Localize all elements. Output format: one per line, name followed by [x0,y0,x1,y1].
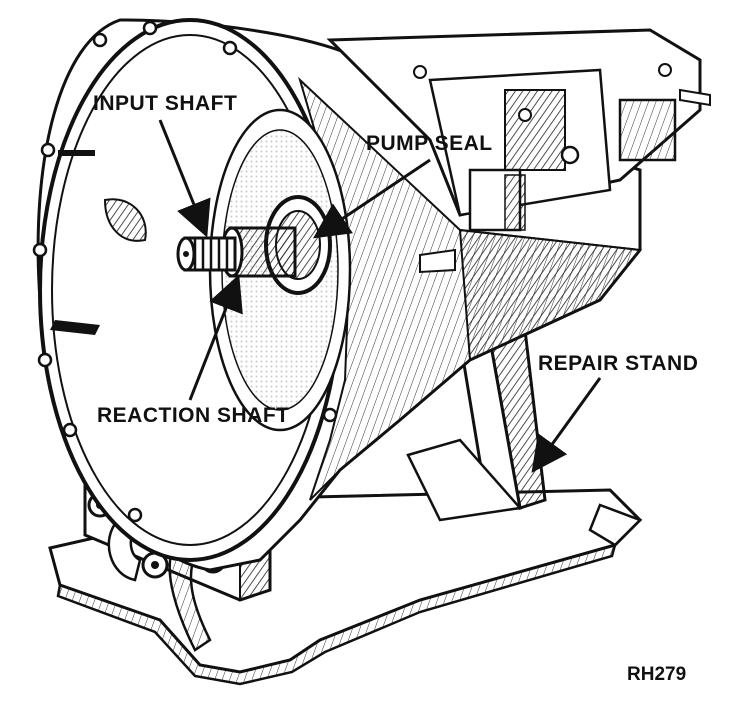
leader-lines [158,119,602,473]
repair-stand-leader [531,377,602,473]
reaction-shaft-leader [188,274,243,401]
pump-seal-leader [313,158,431,239]
pump-seal-label: PUMP SEAL [366,132,493,155]
reaction-shaft-label: REACTION SHAFT [97,404,290,427]
valve-body [326,28,711,274]
repair-stand-label: REPAIR STAND [538,352,699,375]
input-shaft-leader [158,119,211,238]
figure-code: RH279 [627,664,687,685]
input-shaft-label: INPUT SHAFT [93,92,238,115]
shafts [176,226,297,278]
